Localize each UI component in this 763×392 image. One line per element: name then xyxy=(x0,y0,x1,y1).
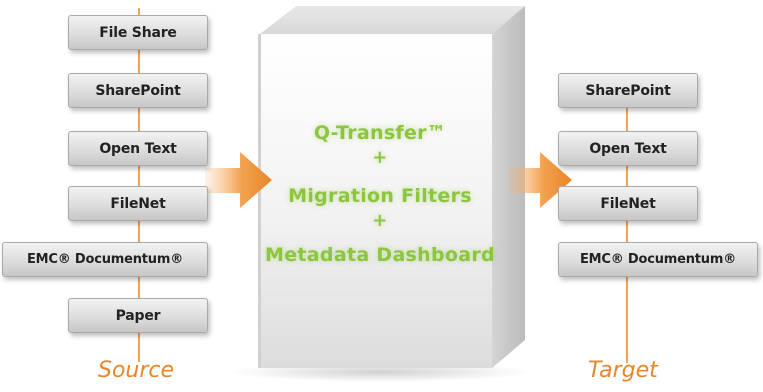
source-node-file-share: File Share xyxy=(68,15,208,50)
source-caption: Source xyxy=(98,358,175,383)
source-node-filenet: FileNet xyxy=(68,186,208,221)
source-node-sharepoint: SharePoint xyxy=(68,73,208,108)
target-node-filenet: FileNet xyxy=(558,186,698,221)
source-arrow xyxy=(205,152,272,208)
target-node-emc-documentum: EMC® Documentum® xyxy=(558,242,758,277)
source-node-emc-documentum: EMC® Documentum® xyxy=(2,242,208,277)
source-node-paper: Paper xyxy=(68,298,208,333)
migration-filters-label: Migration Filters xyxy=(288,185,472,207)
target-node-open-text: Open Text xyxy=(558,131,698,166)
product-name: Q-Transfer™ xyxy=(313,122,447,144)
box-front-face xyxy=(260,34,492,368)
target-arrow xyxy=(508,152,572,208)
plus-sign-1: + xyxy=(372,147,388,168)
metadata-dashboard-label: Metadata Dashboard xyxy=(265,244,495,266)
target-node-sharepoint: SharePoint xyxy=(558,73,698,108)
target-caption: Target xyxy=(588,358,658,383)
box-left-edge xyxy=(258,34,261,368)
plus-sign-2: + xyxy=(372,210,388,231)
source-node-open-text: Open Text xyxy=(68,131,208,166)
box-top-face xyxy=(260,6,525,34)
source-connector-line xyxy=(138,8,140,362)
